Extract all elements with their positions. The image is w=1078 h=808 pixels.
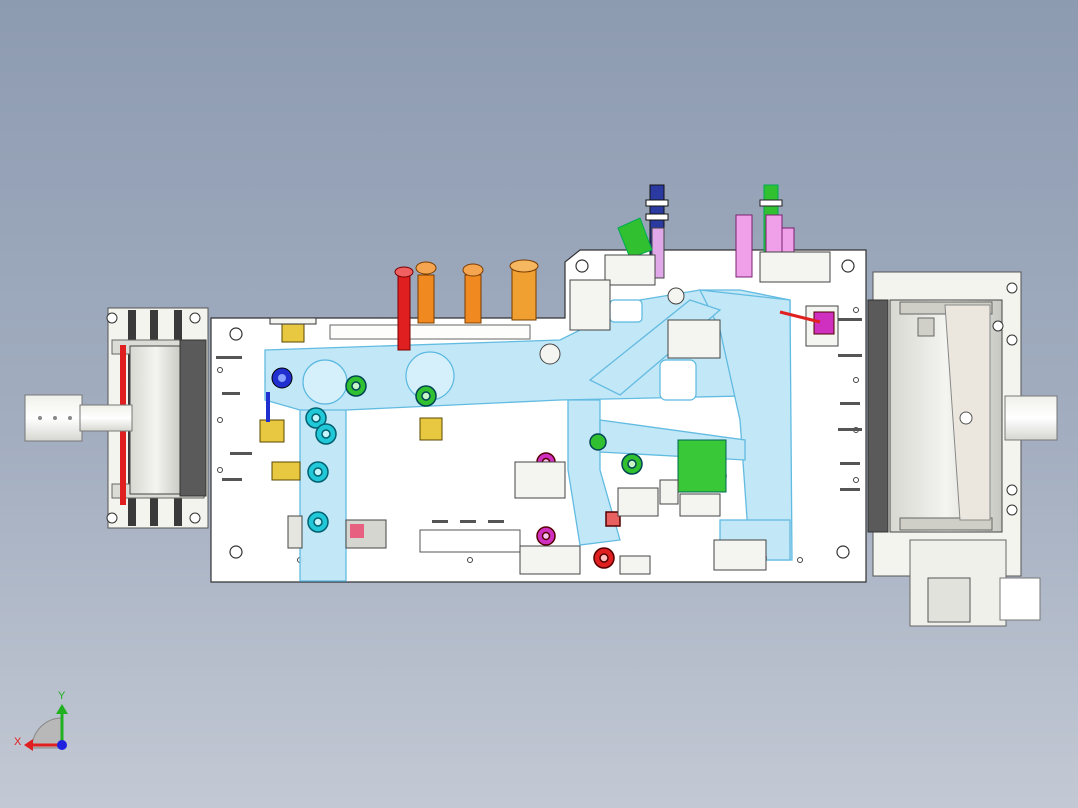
pneumatic-cylinder-orange-1[interactable] bbox=[415, 261, 437, 324]
right-rotary-unit[interactable] bbox=[867, 271, 1041, 627]
clamp-magenta-upper-right[interactable] bbox=[779, 305, 839, 347]
pneumatic-cylinder-red-top[interactable] bbox=[394, 266, 414, 351]
workpiece-cutouts bbox=[302, 299, 697, 405]
cylinder-green-tilted[interactable] bbox=[617, 217, 653, 259]
locating-pin-green[interactable] bbox=[345, 375, 643, 475]
clamp-blue-locator[interactable] bbox=[271, 367, 293, 389]
workpiece-part[interactable] bbox=[264, 289, 793, 582]
clamp-block-green[interactable] bbox=[677, 439, 727, 517]
clamp-cluster-center[interactable] bbox=[514, 319, 767, 575]
left-shaft bbox=[24, 394, 133, 442]
pneumatic-cylinder-orange-3[interactable] bbox=[509, 259, 539, 321]
clamp-yellow-left-mid[interactable] bbox=[259, 392, 285, 443]
clamp-yellow-top-left[interactable] bbox=[269, 317, 317, 343]
pneumatic-cylinder-orange-2[interactable] bbox=[462, 263, 484, 324]
clamp-yellow-left-low[interactable] bbox=[271, 461, 301, 481]
triad-x-label: X bbox=[14, 736, 22, 748]
clamp-yellow-center-left[interactable] bbox=[419, 417, 443, 441]
triad-y-label: Y bbox=[58, 690, 66, 702]
clamp-slide-bottom-left[interactable] bbox=[287, 515, 387, 549]
top-mount-blocks bbox=[539, 251, 831, 365]
left-rotary-unit[interactable] bbox=[106, 307, 209, 529]
coordinate-triad-icon bbox=[24, 704, 68, 751]
locating-pin-cyan[interactable] bbox=[305, 407, 337, 533]
right-shaft bbox=[1004, 395, 1058, 441]
